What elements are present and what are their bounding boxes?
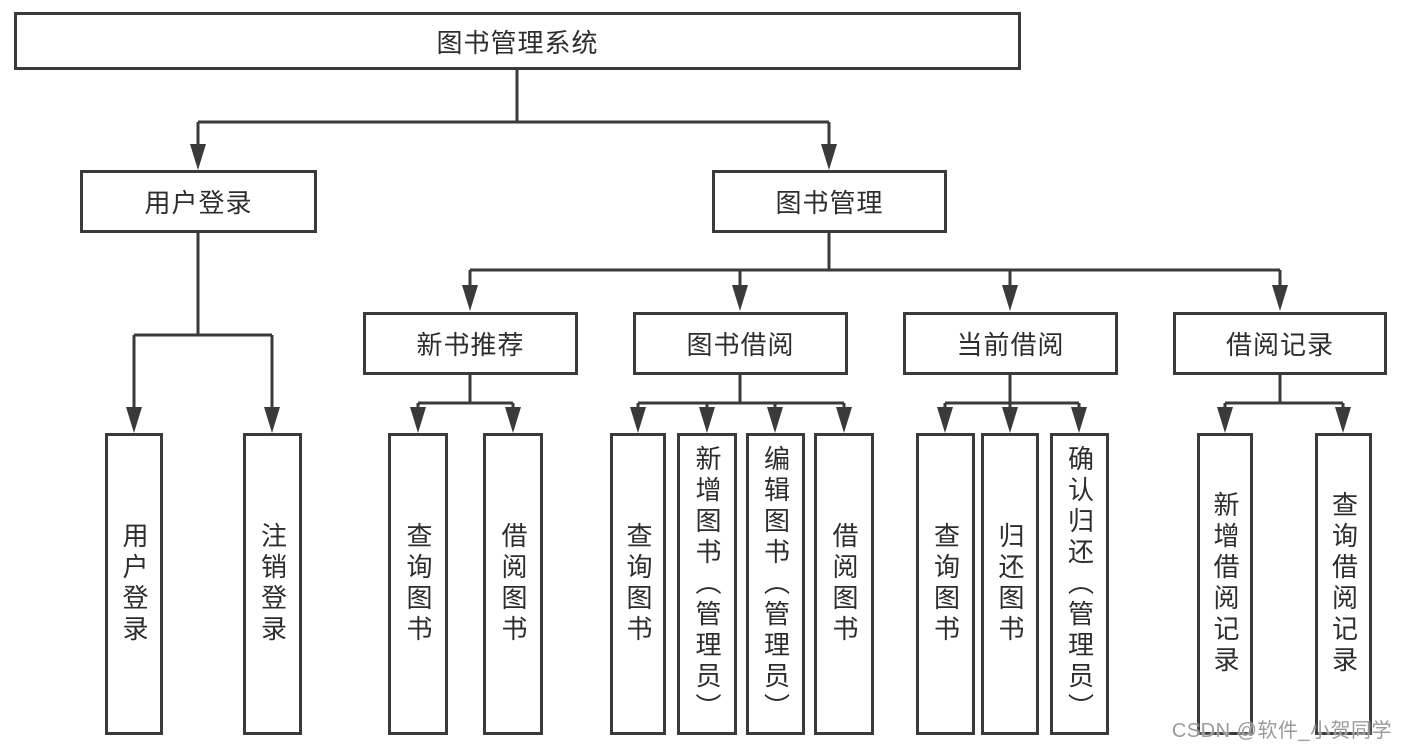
connector-line: [468, 233, 1282, 288]
leaf-add-book-admin: 新增图书（管理员）: [677, 433, 737, 735]
leaf-borrow-book-recommend: 借阅图书: [483, 433, 543, 735]
arrowhead: [732, 285, 748, 311]
leaf-edit-book-admin: 编辑图书（管理员）: [746, 433, 805, 735]
arrowhead: [264, 407, 280, 433]
leaf-label: 用户登录: [119, 522, 149, 646]
leaf-query-book-current: 查询图书: [916, 433, 975, 735]
leaf-label: 查询借阅记录: [1328, 491, 1359, 677]
arrowhead: [190, 144, 206, 170]
connector-line: [1223, 375, 1345, 409]
arrowhead: [126, 407, 142, 433]
leaf-user-login: 用户登录: [105, 433, 163, 735]
leaf-add-borrow-record: 新增借阅记录: [1197, 433, 1253, 735]
arrowhead: [1002, 407, 1018, 433]
leaf-label: 查询图书: [930, 522, 961, 646]
node-current-borrow: 当前借阅: [903, 312, 1118, 375]
node-root: 图书管理系统: [14, 12, 1021, 70]
arrowhead: [937, 407, 953, 433]
connector-line: [943, 375, 1081, 409]
node-book-borrow: 图书借阅: [633, 312, 848, 375]
arrowhead: [699, 407, 715, 433]
leaf-label: 新增借阅记录: [1210, 491, 1240, 677]
leaf-logout: 注销登录: [243, 433, 302, 735]
node-label: 用户登录: [144, 188, 253, 218]
node-label: 借阅记录: [1225, 330, 1334, 360]
leaf-label: 归还图书: [995, 522, 1025, 646]
leaf-label: 借阅图书: [498, 522, 528, 646]
leaf-borrow-book: 借阅图书: [814, 433, 874, 735]
leaf-return-book: 归还图书: [981, 433, 1039, 735]
leaf-query-book-borrow: 查询图书: [610, 433, 666, 735]
connector-root-to-level2: [190, 70, 837, 170]
arrowhead: [1335, 407, 1351, 433]
connector-book-management-to-level3: [462, 233, 1288, 311]
connector-line: [416, 375, 515, 409]
arrowhead: [630, 407, 646, 433]
leaf-label: 确认归还（管理员）: [1064, 444, 1095, 724]
leaf-label: 注销登录: [257, 522, 288, 646]
connector-borrow-record-to-children: [1217, 375, 1351, 433]
node-root-label: 图书管理系统: [436, 27, 599, 58]
connector-book-borrow-to-children: [630, 375, 852, 433]
watermark: CSDN @软件_小贺同学: [1171, 720, 1392, 742]
connector-line: [132, 233, 274, 409]
leaf-label: 编辑图书（管理员）: [760, 444, 791, 724]
connector-user-login-to-children: [126, 233, 280, 433]
leaf-query-book-recommend: 查询图书: [388, 433, 448, 735]
node-borrow-record: 借阅记录: [1173, 312, 1387, 375]
node-new-book-recommend: 新书推荐: [363, 312, 578, 375]
connector-current-borrow-to-children: [937, 375, 1087, 433]
node-label: 新书推荐: [416, 330, 525, 360]
arrowhead: [1002, 285, 1018, 311]
arrowhead: [1071, 407, 1087, 433]
leaf-label: 借阅图书: [829, 522, 859, 646]
leaf-query-borrow-record: 查询借阅记录: [1315, 433, 1372, 735]
connector-line: [196, 70, 831, 146]
leaf-label: 查询图书: [403, 522, 433, 646]
leaf-label: 新增图书（管理员）: [692, 444, 722, 724]
arrowhead: [1217, 407, 1233, 433]
leaf-confirm-return-admin: 确认归还（管理员）: [1050, 433, 1109, 735]
node-label: 图书借阅: [686, 330, 795, 360]
node-book-management: 图书管理: [712, 170, 947, 233]
arrowhead: [505, 407, 521, 433]
node-user-login: 用户登录: [80, 170, 317, 233]
arrowhead: [1272, 285, 1288, 311]
arrowhead: [410, 407, 426, 433]
connector-line: [636, 375, 846, 409]
leaf-label: 查询图书: [623, 522, 653, 646]
node-label: 当前借阅: [956, 330, 1065, 360]
arrowhead: [821, 144, 837, 170]
arrowhead: [462, 285, 478, 311]
arrowhead: [767, 407, 783, 433]
arrowhead: [836, 407, 852, 433]
node-label: 图书管理: [775, 188, 884, 218]
connector-new-book-recommend-to-children: [410, 375, 521, 433]
